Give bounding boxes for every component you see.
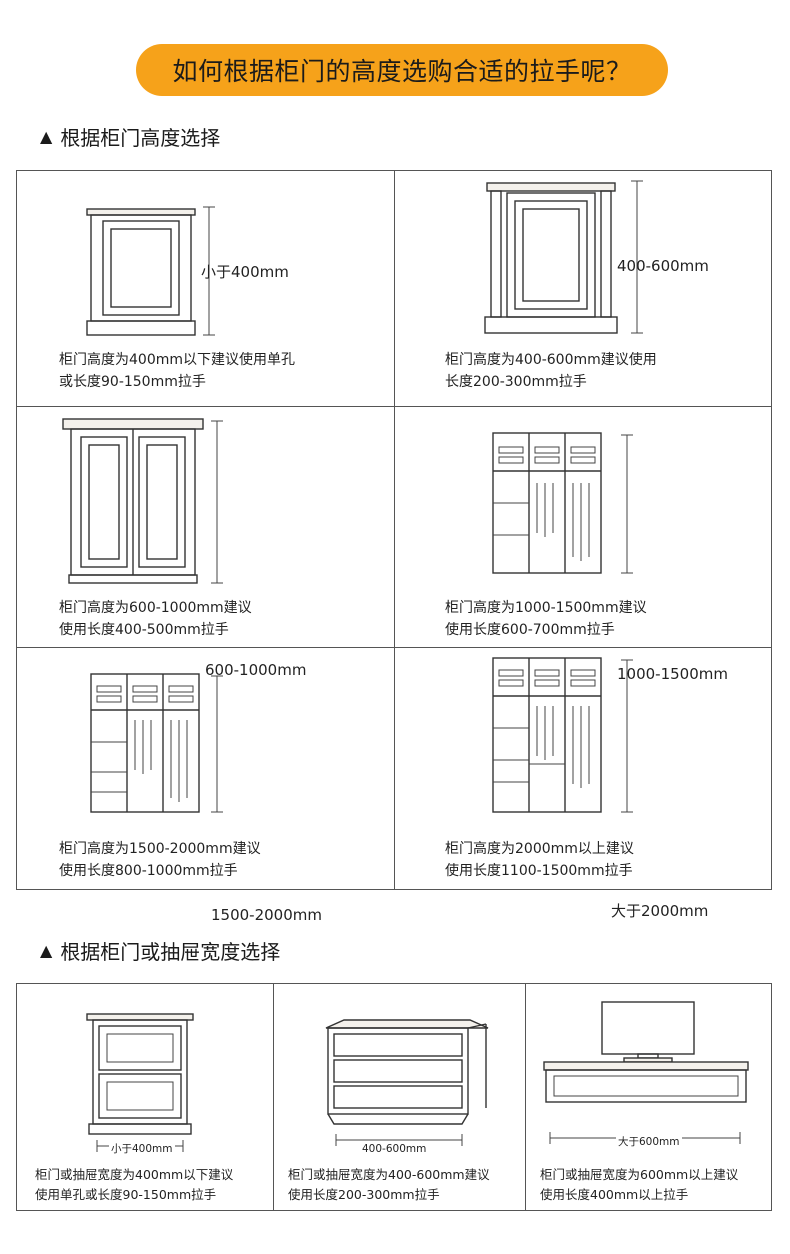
height-cell-6: 大于2000mm 柜门高度为2000mm以上建议 使用长度1100-1500mm… [395,648,771,920]
tv-stand-illustration [543,1001,749,1144]
title-banner: 如何根据柜门的高度选购合适的拉手呢？ [136,44,668,96]
large-wardrobe-illustration [492,657,633,813]
tall-wardrobe-illustration [90,673,223,813]
caption-line-2: 使用长度200-300mm拉手 [288,1187,440,1202]
grid-divider [525,984,526,1210]
caption-line-1: 柜门高度为400mm以下建议使用单孔 [59,352,295,368]
small-cabinet-illustration [86,206,215,336]
column-cabinet-illustration [484,180,643,334]
height-dimension-label: 1000-1500mm [617,665,728,683]
dresser-illustration [325,1019,489,1146]
caption-line-1: 柜门高度为2000mm以上建议 [445,841,634,857]
height-cell-3: 600-1000mm 柜门高度为600-1000mm建议 使用长度400-500… [17,407,394,679]
caption-line-2: 使用长度400mm以上拉手 [540,1187,689,1202]
height-dimension-label: 600-1000mm [205,661,307,679]
caption-line-2: 长度200-300mm拉手 [445,374,587,390]
width-cell-2: 400-600mm 柜门或抽屉宽度为400-600mm建议 使用长度200-30… [274,984,525,1210]
triangle-icon: ▲ [40,127,53,146]
caption-line-1: 柜门或抽屉宽度为400mm以下建议 [35,1167,234,1182]
width-dimension-label: 小于400mm [109,1141,175,1156]
double-door-cabinet-illustration [62,418,223,584]
caption-line-2: 使用长度600-700mm拉手 [445,622,615,638]
width-dimension-label: 400-600mm [362,1143,427,1155]
caption-line-1: 柜门或抽屉宽度为400-600mm建议 [288,1167,490,1182]
width-dimension-label: 大于600mm [616,1134,682,1149]
banner-title: 如何根据柜门的高度选购合适的拉手呢？ [172,57,632,86]
height-cell-2: 400-600mm 柜门高度为400-600mm建议使用 长度200-300mm… [395,171,771,406]
section-title-text: 根据柜门高度选择 [60,126,221,150]
section-title-height: ▲ 根据柜门高度选择 [40,122,220,151]
caption-line-2: 使用长度400-500mm拉手 [59,622,229,638]
grid-divider [17,406,771,407]
nightstand-illustration [86,1013,194,1152]
width-grid: 小于400mm 柜门或抽屉宽度为400mm以下建议 使用单孔或长度90-150m… [16,983,772,1211]
section-title-width: ▲ 根据柜门或抽屉宽度选择 [40,936,280,965]
caption-line-1: 柜门高度为400-600mm建议使用 [445,352,657,368]
height-cell-4: 1000-1500mm 柜门高度为1000-1500mm建议 使用长度600-7… [395,407,771,683]
grid-divider [394,171,395,889]
caption-line-1: 柜门高度为1500-2000mm建议 [59,841,261,857]
height-grid: 小于400mm 柜门高度为400mm以下建议使用单孔 或长度90-150mm拉手… [16,170,772,924]
width-cell-3: 大于600mm 柜门或抽屉宽度为600mm以上建议 使用长度400mm以上拉手 [526,984,771,1210]
grid-divider [17,647,771,648]
grid-divider [273,984,274,1210]
height-dimension-label: 1500-2000mm [211,906,322,924]
width-cell-1: 小于400mm 柜门或抽屉宽度为400mm以下建议 使用单孔或长度90-150m… [17,984,273,1210]
caption-line-2: 或长度90-150mm拉手 [59,374,206,390]
caption-line-2: 使用单孔或长度90-150mm拉手 [35,1187,217,1202]
triangle-icon: ▲ [40,941,53,960]
height-cell-1: 小于400mm 柜门高度为400mm以下建议使用单孔 或长度90-150mm拉手 [17,171,394,406]
height-cell-5: 1500-2000mm 柜门高度为1500-2000mm建议 使用长度800-1… [17,648,394,924]
section-title-text: 根据柜门或抽屉宽度选择 [60,940,281,964]
caption-line-1: 柜门或抽屉宽度为600mm以上建议 [540,1167,739,1182]
height-dimension-label: 400-600mm [617,257,709,275]
wardrobe-illustration [492,432,633,574]
height-dimension-label: 小于400mm [201,263,289,281]
caption-line-1: 柜门高度为600-1000mm建议 [59,600,252,616]
caption-line-2: 使用长度800-1000mm拉手 [59,863,238,879]
caption-line-1: 柜门高度为1000-1500mm建议 [445,600,647,616]
caption-line-2: 使用长度1100-1500mm拉手 [445,863,633,879]
height-dimension-label: 大于2000mm [611,902,709,920]
